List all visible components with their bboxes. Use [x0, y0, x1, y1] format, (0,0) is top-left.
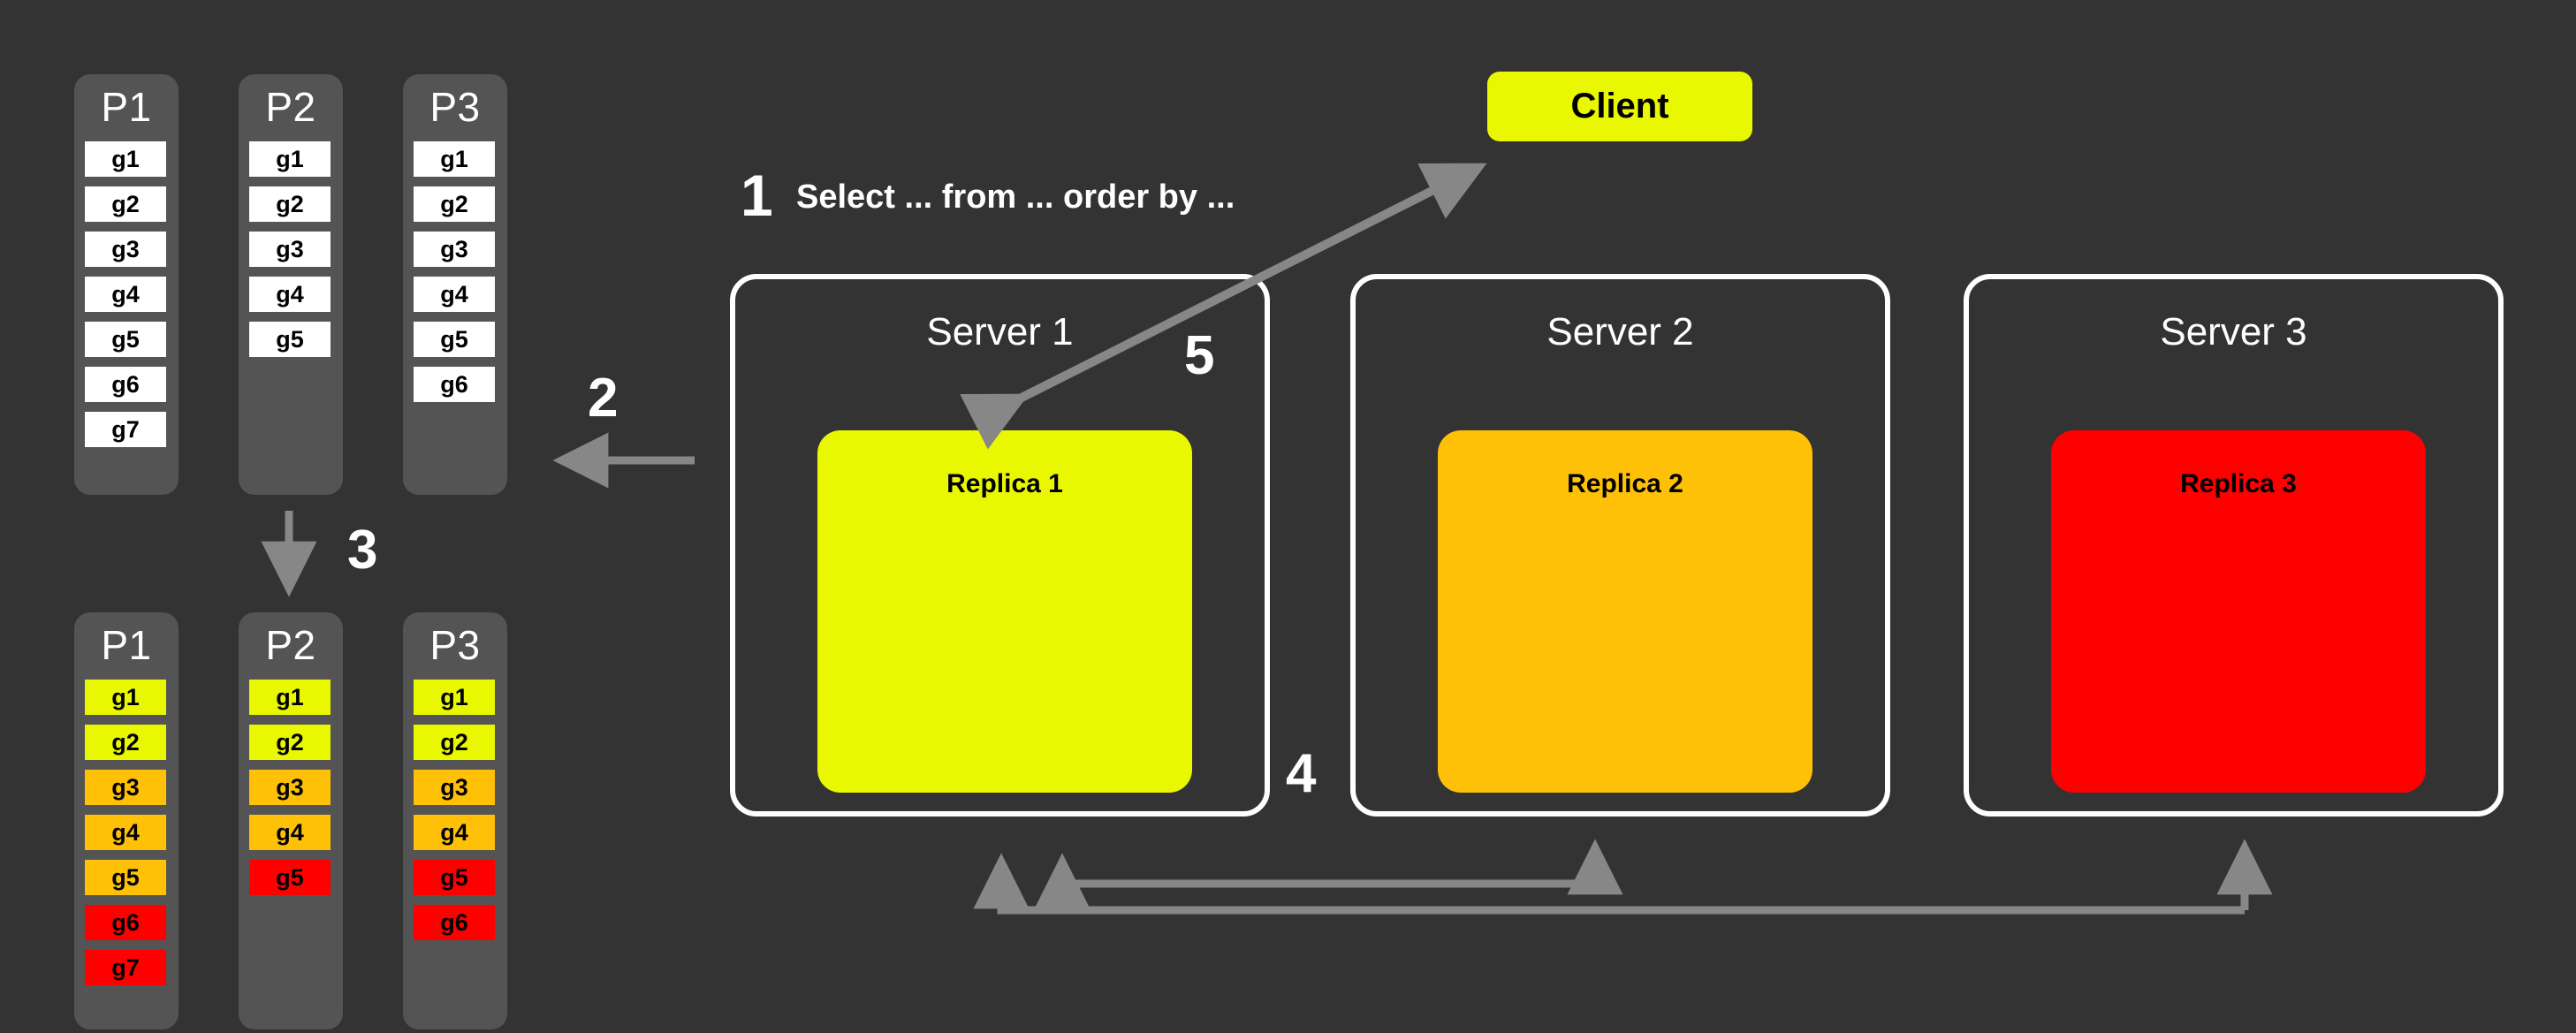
arrow-step-4-server2 [1034, 839, 1623, 909]
server-box-2[interactable]: Server 2 Replica 2 [1350, 274, 1890, 817]
partition-cell: g1 [414, 680, 495, 715]
partition-cell: g1 [85, 141, 166, 177]
partition-label: P1 [101, 84, 152, 130]
partition-cell: g6 [414, 367, 495, 402]
replica-box-2[interactable]: Replica 2 [1438, 430, 1812, 793]
server-title: Server 2 [1546, 310, 1694, 353]
partition-cell: g4 [414, 277, 495, 312]
partition-cell: g6 [85, 367, 166, 402]
partition-cell: g2 [249, 186, 331, 222]
partition-cell: g6 [414, 905, 495, 940]
partition-cell: g5 [249, 860, 331, 895]
replica-label: Replica 1 [946, 469, 1063, 498]
client-box[interactable]: Client [1487, 72, 1752, 141]
partition-cell: g1 [414, 141, 495, 177]
query-caption: Select ... from ... order by ... [796, 178, 1235, 216]
partition-cell: g2 [414, 186, 495, 222]
partition-cell: g5 [85, 322, 166, 357]
partition-cell: g4 [249, 277, 331, 312]
partition-cell: g4 [85, 277, 166, 312]
partition-column-p2-after: P2 g1 g2 g3 g4 g5 [239, 612, 343, 1029]
partition-cell: g5 [85, 860, 166, 895]
server-box-1[interactable]: Server 1 Replica 1 [730, 274, 1270, 817]
replica-box-1[interactable]: Replica 1 [817, 430, 1192, 793]
step-number-1: 1 [741, 163, 773, 228]
partition-cell: g4 [414, 815, 495, 850]
partition-label: P3 [429, 622, 481, 668]
partition-column-p1-before: P1 g1 g2 g3 g4 g5 g6 g7 [74, 74, 179, 495]
partition-cell: g2 [85, 186, 166, 222]
partition-cell: g4 [85, 815, 166, 850]
partition-column-p2-before: P2 g1 g2 g3 g4 g5 [239, 74, 343, 495]
partition-cell: g3 [414, 770, 495, 805]
partition-column-p3-before: P3 g1 g2 g3 g4 g5 g6 [403, 74, 507, 495]
partition-label: P3 [429, 84, 481, 130]
partition-cell: g1 [85, 680, 166, 715]
replica-label: Replica 2 [1567, 469, 1683, 498]
partition-cell: g3 [249, 232, 331, 267]
client-label: Client [1570, 87, 1669, 125]
partition-cell: g2 [414, 725, 495, 760]
replica-box-3[interactable]: Replica 3 [2051, 430, 2426, 793]
partition-cell: g7 [85, 412, 166, 447]
partition-cell: g2 [249, 725, 331, 760]
partition-cell: g2 [85, 725, 166, 760]
partition-cell: g3 [249, 770, 331, 805]
server-box-3[interactable]: Server 3 Replica 3 [1964, 274, 2504, 817]
step-number-2: 2 [588, 368, 619, 429]
step-number-4: 4 [1286, 743, 1317, 804]
partition-column-p1-after: P1 g1 g2 g3 g4 g5 g6 g7 [74, 612, 179, 1029]
partition-cell: g3 [414, 232, 495, 267]
partition-cell: g5 [414, 860, 495, 895]
partition-cell: g5 [249, 322, 331, 357]
partition-cell: g6 [85, 905, 166, 940]
partition-cell: g1 [249, 680, 331, 715]
partition-label: P1 [101, 622, 152, 668]
partition-label: P2 [265, 622, 316, 668]
partition-label: P2 [265, 84, 316, 130]
replica-label: Replica 3 [2180, 469, 2297, 498]
partition-cell: g4 [249, 815, 331, 850]
partition-cell: g5 [414, 322, 495, 357]
server-title: Server 1 [926, 310, 1074, 353]
arrow-step-4-server3 [973, 839, 2273, 915]
server-title: Server 3 [2160, 310, 2307, 353]
step-number-3: 3 [347, 520, 378, 581]
partition-cell: g3 [85, 770, 166, 805]
partition-cell: g3 [85, 232, 166, 267]
partition-column-p3-after: P3 g1 g2 g3 g4 g5 g6 [403, 612, 507, 1029]
partition-cell: g1 [249, 141, 331, 177]
partition-cell: g7 [85, 950, 166, 985]
